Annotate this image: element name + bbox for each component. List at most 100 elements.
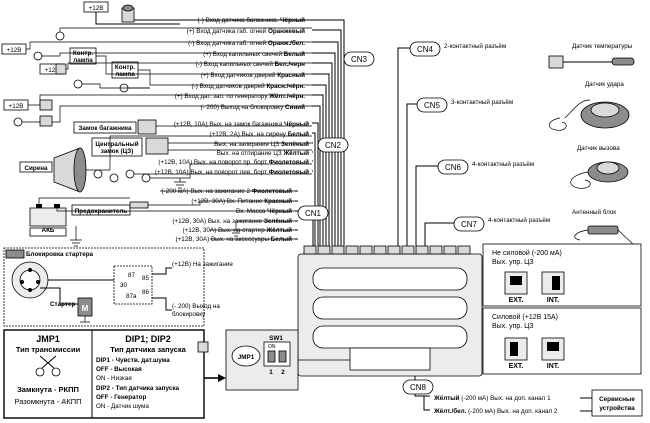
svg-text:Контр.: Контр. [115,64,135,71]
svg-text:86: 86 [142,289,150,296]
board-detail: JMP1 SW1 ON 1 2 [197,329,350,391]
svg-text:Вых. упр. ЦЗ: Вых. упр. ЦЗ [492,323,534,330]
svg-text:Замкнута - РКПП: Замкнута - РКПП [17,385,79,394]
svg-text:+12В: +12В [7,47,22,54]
svg-text:OFF - Высокая: OFF - Высокая [96,366,142,373]
svg-text:(- 200) Выход на: (- 200) Выход на [172,303,220,310]
svg-text:JMP1: JMP1 [36,334,60,344]
antenna-label: Антенный блок [572,208,616,216]
cn3-badge [343,51,375,67]
main-unit [297,245,483,377]
temp-sensor-label: Датчик температуры [572,43,633,50]
svg-text:устройства: устройства [599,404,635,412]
svg-text:Предохранитель: Предохранитель [75,208,128,215]
cn3-wire-9: (- 200) Выход на блокировку Синий [200,103,305,111]
cn8-wire-2: Жёлт./бел. (-200 мА) Вых. на доп. канал … [433,407,558,415]
cn1-harness [295,190,314,246]
svg-text:ON - Низкая: ON - Низкая [96,375,132,382]
lock-box-pos: Силовой (+12В 15А) Вых. упр. ЦЗ EXT. INT… [482,307,642,375]
svg-text:OFF - Генератор: OFF - Генератор [96,394,146,401]
cn3-label: CN3 [351,55,368,64]
svg-text:Тип датчика запуска: Тип датчика запуска [110,345,186,354]
svg-text:CN8: CN8 [410,383,427,392]
temp-probe [611,57,635,66]
svg-text:JMP1: JMP1 [238,354,255,361]
svg-text:Сирена: Сирена [24,165,48,172]
svg-text:85: 85 [142,275,150,282]
svg-text:АКБ: АКБ [42,227,55,234]
cn3-wire-3: (-) Вход датчика габ. огней Оранж./бел. [188,39,305,47]
svg-text:Разомкнута - АКПП: Разомкнута - АКПП [14,397,81,406]
svg-text:EXT.: EXT. [509,297,524,304]
cn3-wire-5: (-) Вход капильных свечей Бел./черн [196,60,306,68]
svg-text:лампа: лампа [73,57,93,64]
cn7-group: CN7 4-контактный разъём Антенный блок [424,208,636,247]
svg-text:Стартер: Стартер [50,301,75,308]
svg-text:+12В: +12В [9,103,24,110]
svg-text:ON: ON [268,344,276,350]
svg-text:Сервисные: Сервисные [599,396,635,403]
cn3-wire-2: (+) Вход датчика габ. огней Оранжевый [187,27,305,35]
svg-text:DIP1; DIP2: DIP1; DIP2 [125,334,171,344]
cn4-group: CN4 2-контактный разъём Датчик температу… [397,41,635,246]
cn6-group: CN6 4-контактный разъём Датчик вызова [415,145,629,246]
svg-text:SW1: SW1 [269,335,283,342]
svg-text:87а: 87а [126,293,137,300]
svg-text:30: 30 [120,282,128,289]
svg-text:ON - Датчик шума: ON - Датчик шума [96,403,149,410]
svg-text:+12В: +12В [89,5,104,12]
svg-text:DIP1 - Чувств. дат.шума: DIP1 - Чувств. дат.шума [96,357,170,364]
svg-text:+12В: +12В [45,67,60,74]
service-box [591,389,643,417]
antenna-unit [587,225,619,235]
svg-text:Блокировка стартера: Блокировка стартера [26,251,94,258]
cn3-harness [312,19,345,246]
svg-text:1: 1 [269,369,273,376]
svg-text:(+12В) На зажигание: (+12В) На зажигание [172,261,233,268]
svg-text:CN5: CN5 [424,101,441,110]
svg-text:CN4: CN4 [417,45,434,54]
svg-text:INT.: INT. [547,297,560,304]
svg-text:Замок багажника: Замок багажника [78,124,132,132]
legend-box: JMP1 Тип трансмиссии Замкнута - РКПП Раз… [3,329,226,419]
svg-text:3-контактный разъём: 3-контактный разъём [451,98,513,106]
svg-text:4-контактный разъём: 4-контактный разъём [488,216,550,224]
unit-pins [303,245,471,255]
cn5-group: CN5 3-контактный разъём Датчик удара [406,81,630,246]
svg-text:замок (ЦЗ): замок (ЦЗ) [101,148,134,155]
svg-text:CN6: CN6 [445,163,462,172]
cn2-wire-3: Вых. на запирание ЦЗ Зелёный [214,140,309,148]
svg-text:2-контактный разъём: 2-контактный разъём [444,42,506,50]
svg-text:INT.: INT. [547,363,560,370]
cn2-wire-1: (+12В, 10А) Вых. на замок багажника Чёрн… [174,120,309,128]
svg-text:М: М [82,304,89,313]
cn2-badge [317,137,349,153]
left-components: +12В +12В +12В +12В Контр. лампа Контр. … [1,1,312,247]
shock-sensor-label: Датчик удара [585,81,624,88]
svg-text:блокировку: блокировку [172,310,206,318]
svg-text:Центральный: Центральный [95,140,138,148]
cn3-wire-6: (+) Вход датчиков дверей Красный [201,71,305,79]
svg-text:2: 2 [281,369,285,376]
svg-text:CN7: CN7 [461,220,478,229]
call-sensor-label: Датчик вызова [577,145,620,152]
svg-text:87: 87 [128,272,136,279]
svg-text:Не силовой (-200 мА): Не силовой (-200 мА) [492,249,562,257]
svg-text:EXT.: EXT. [509,363,524,370]
cn3-wire-7: (-) Вход датчиков дверей Красн./чёрн. [192,82,306,90]
svg-text:Контр.: Контр. [73,50,93,57]
svg-text:DIP2 - Тип датчика запуска: DIP2 - Тип датчика запуска [96,385,179,392]
cn2-wire-2: (+12В, 2А) Вых. на сирену Белый [210,130,310,138]
cn8-group: CN8 Жёлтый (-200 мА) Вых. на доп. канал … [402,376,643,417]
cn3-wire-8: (+) Вход дат. зап. по генератору Жёлт./ч… [175,93,305,100]
svg-text:Тип трансмиссии: Тип трансмиссии [16,345,81,354]
cn1-label: CN1 [305,209,322,218]
cn2-wire-4: Вых. на отпирание ЦЗ Жёлтый [217,149,309,157]
cn2-wire-5: (+12В, 10А) Вых. на поворот пр. борт Фио… [158,158,309,166]
svg-text:4-контактный разъём: 4-контактный разъём [472,160,534,168]
cn8-wire-1: Жёлтый (-200 мА) Вых. на доп. канал 1 [433,394,551,402]
temp-connector [548,55,564,69]
scissors-icon [35,355,61,377]
svg-text:Вых. упр. ЦЗ: Вых. упр. ЦЗ [492,259,534,266]
svg-text:Силовой (+12В 15А): Силовой (+12В 15А) [492,313,558,321]
